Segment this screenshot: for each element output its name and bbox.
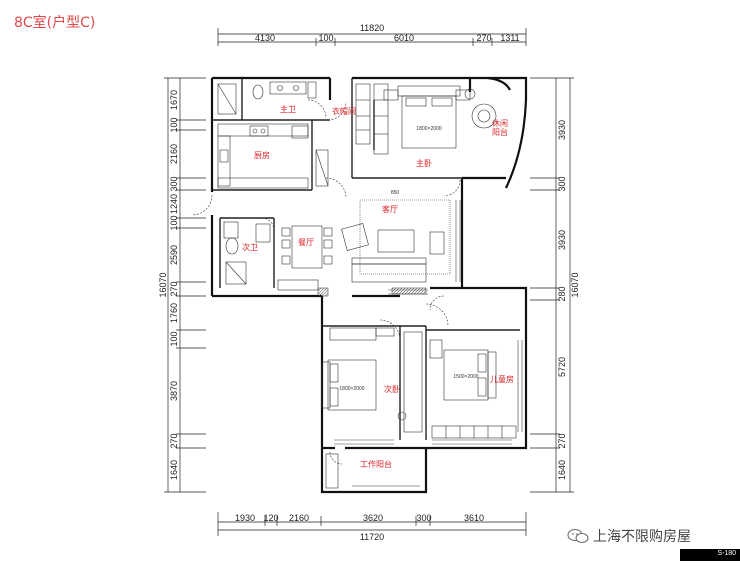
- left-dim-11: 3870: [169, 381, 179, 401]
- kids-bed-size: 1500×2000: [453, 374, 478, 380]
- wall-hatch: [391, 287, 427, 295]
- label-cloakroom: 衣帽间: [332, 106, 356, 116]
- label-master-bath: 主卫: [280, 104, 296, 114]
- cloak-rack-left: [355, 83, 371, 145]
- rug: [359, 199, 451, 275]
- master-bed: [401, 95, 457, 149]
- label-work-balcony: 工作阳台: [360, 459, 392, 469]
- bottom-dim-3: 2160: [289, 513, 309, 523]
- left-dim-10: 100: [169, 331, 179, 346]
- right-dim-1: 3930: [557, 120, 567, 140]
- coffee-table: [377, 229, 415, 253]
- right-dim-6: 270: [557, 433, 567, 448]
- right-dim-3: 3930: [557, 230, 567, 250]
- bottom-dim-1: 1930: [235, 513, 255, 523]
- label-second-bath: 次卫: [242, 242, 258, 252]
- left-dimension: [164, 77, 206, 493]
- second-wardrobe: [329, 327, 377, 341]
- top-dim-4: 270: [476, 33, 491, 43]
- kitchen-counter-bottom: [217, 177, 309, 189]
- column-hatch: [317, 287, 329, 297]
- top-dim-1: 4130: [255, 33, 275, 43]
- label-leisure-balcony-1: 休闲: [492, 118, 508, 128]
- sofa: [351, 263, 427, 283]
- tv-unit: [429, 231, 445, 255]
- left-dimension-labels: 1670 100 2160 300 1240 100 2590 270 1760…: [158, 90, 179, 480]
- left-total-dim: 16070: [158, 272, 168, 297]
- left-dim-8: 270: [169, 281, 179, 296]
- left-dim-12: 270: [169, 433, 179, 448]
- vanity: [269, 81, 307, 95]
- toilet: [252, 84, 264, 100]
- dining-table: [291, 225, 323, 269]
- sideboard: [277, 279, 319, 291]
- right-dimension: [530, 77, 574, 493]
- left-dim-1: 1670: [169, 90, 179, 110]
- lounge-chair: [471, 103, 497, 129]
- label-kitchen: 厨房: [254, 150, 270, 160]
- plan-title: 8C室(户型C): [14, 15, 96, 31]
- second-shower: [225, 261, 247, 285]
- top-total-dim: 11820: [360, 23, 384, 33]
- top-dim-5: 1311: [500, 33, 519, 43]
- cloak-rack-right: [373, 83, 389, 155]
- exterior-walls: [210, 76, 528, 494]
- furniture: [217, 81, 517, 489]
- interior-walls: [212, 78, 520, 440]
- left-dim-9: 1760: [169, 303, 179, 323]
- left-dim-7: 2590: [169, 245, 179, 265]
- watermark: 上海不限购房屋: [567, 526, 691, 546]
- left-dim-4: 300: [169, 176, 179, 191]
- label-leisure-balcony-2: 阳台: [492, 127, 508, 137]
- washer: [325, 453, 339, 489]
- second-bed: [327, 359, 377, 411]
- left-dim-13: 1640: [169, 460, 179, 480]
- left-dim-2: 100: [169, 117, 179, 132]
- shower-tray: [217, 83, 237, 115]
- top-dim-2: 100: [318, 33, 333, 43]
- bottom-dim-5: 300: [416, 513, 431, 523]
- left-dim-5: 1240: [169, 194, 179, 214]
- master-bed-size: 1800×2000: [416, 126, 441, 132]
- right-dim-4: 280: [557, 286, 567, 301]
- armchair: [341, 223, 369, 251]
- bottom-dim-6: 3610: [464, 513, 484, 523]
- right-total-dim: 16070: [570, 272, 580, 297]
- right-dim-5: 5720: [557, 357, 567, 377]
- sheet-number: S-180: [717, 550, 736, 557]
- fridge: [315, 149, 329, 187]
- label-living-room: 客厅: [382, 204, 398, 214]
- bottom-dim-2: 120: [263, 513, 278, 523]
- second-bed-size: 1800×2000: [339, 386, 364, 392]
- doors: [191, 99, 461, 465]
- bottom-total-dim: 11720: [360, 532, 384, 542]
- top-dim-3: 6010: [394, 33, 414, 43]
- second-toilet: [225, 237, 239, 255]
- chat-bubble-icon: [567, 529, 589, 543]
- bottom-dimension: [217, 512, 527, 536]
- windows: [334, 200, 523, 445]
- kitchen-counter-side: [217, 135, 231, 187]
- top-dimension: [217, 28, 527, 46]
- right-dim-7: 1640: [557, 460, 567, 480]
- watermark-text: 上海不限购房屋: [593, 529, 691, 545]
- label-kids-room: 儿童房: [490, 374, 514, 384]
- bottom-dim-4: 3620: [363, 513, 383, 523]
- right-dimension-labels: 3930 300 3930 280 5720 270 1640 16070: [557, 120, 580, 480]
- left-dim-3: 2160: [169, 144, 179, 164]
- left-dim-6: 100: [169, 215, 179, 230]
- right-dim-2: 300: [557, 176, 567, 191]
- label-second-bedroom: 次卧: [384, 384, 400, 394]
- label-master-bedroom: 主卧: [416, 158, 432, 168]
- fixture-label: 850: [391, 190, 400, 196]
- sheet-number-bar: S-180: [680, 549, 740, 561]
- second-desk: [403, 331, 423, 433]
- label-dining-room: 餐厅: [298, 238, 314, 247]
